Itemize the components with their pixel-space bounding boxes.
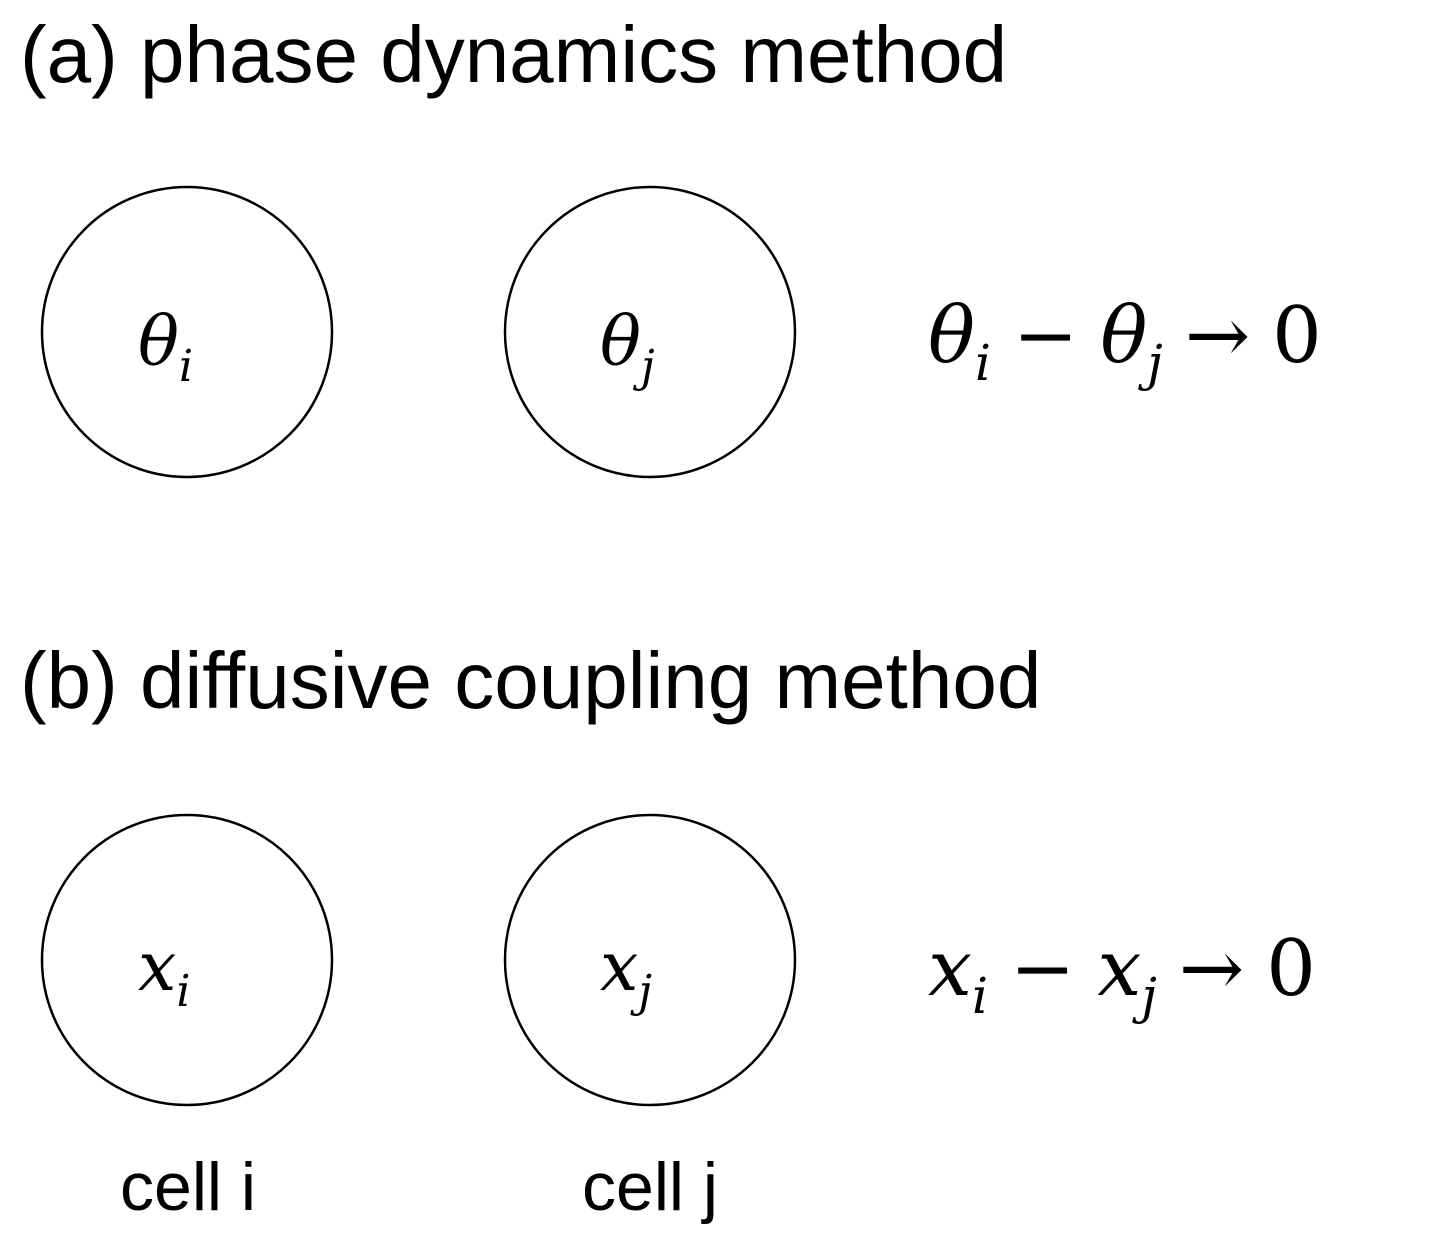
node-x-i bbox=[40, 813, 334, 1107]
node-theta-i-label: θi bbox=[138, 303, 193, 392]
node-theta-j-label: θj bbox=[600, 303, 655, 392]
node-x-i-var: x bbox=[138, 928, 176, 1007]
relation-a-minus: − bbox=[1013, 291, 1078, 381]
panel-a-relation: θi−θj→0 bbox=[928, 291, 1322, 392]
relation-a-right-var: θ bbox=[1100, 291, 1147, 381]
relation-a-arrow: → bbox=[1185, 291, 1250, 381]
node-x-j-label: xj bbox=[600, 928, 652, 1017]
relation-a-target: 0 bbox=[1272, 291, 1322, 381]
panel-b-relation: xi−xj→0 bbox=[928, 924, 1316, 1025]
node-x-j bbox=[503, 813, 797, 1107]
relation-a-left-var: θ bbox=[928, 291, 975, 381]
node-theta-j bbox=[503, 185, 797, 479]
panel-a-title: (a) phase dynamics method bbox=[20, 10, 1007, 99]
relation-a-left-sub: i bbox=[975, 334, 991, 392]
relation-b-arrow: → bbox=[1179, 924, 1244, 1014]
panel-b: (b) diffusive coupling method xi xj xi−x… bbox=[20, 636, 1316, 1225]
node-theta-i-var: θ bbox=[138, 303, 179, 382]
node-theta-i bbox=[40, 185, 334, 479]
node-x-i-sub: i bbox=[176, 966, 190, 1017]
node-theta-i-sub: i bbox=[179, 341, 193, 392]
node-theta-j-var: θ bbox=[600, 303, 641, 382]
relation-b-right-var: x bbox=[1097, 924, 1141, 1014]
relation-b-minus: − bbox=[1010, 924, 1075, 1014]
relation-b-left-sub: i bbox=[972, 967, 988, 1025]
relation-b-target: 0 bbox=[1266, 924, 1316, 1014]
relation-b-left-var: x bbox=[928, 924, 972, 1014]
panel-b-title: (b) diffusive coupling method bbox=[20, 636, 1041, 725]
cell-j-label: cell j bbox=[582, 1149, 718, 1225]
panel-a: (a) phase dynamics method θi θj θi−θj→0 bbox=[20, 10, 1322, 479]
node-x-i-label: xi bbox=[138, 928, 190, 1017]
node-x-j-var: x bbox=[600, 928, 638, 1007]
cell-i-label: cell i bbox=[120, 1149, 256, 1225]
